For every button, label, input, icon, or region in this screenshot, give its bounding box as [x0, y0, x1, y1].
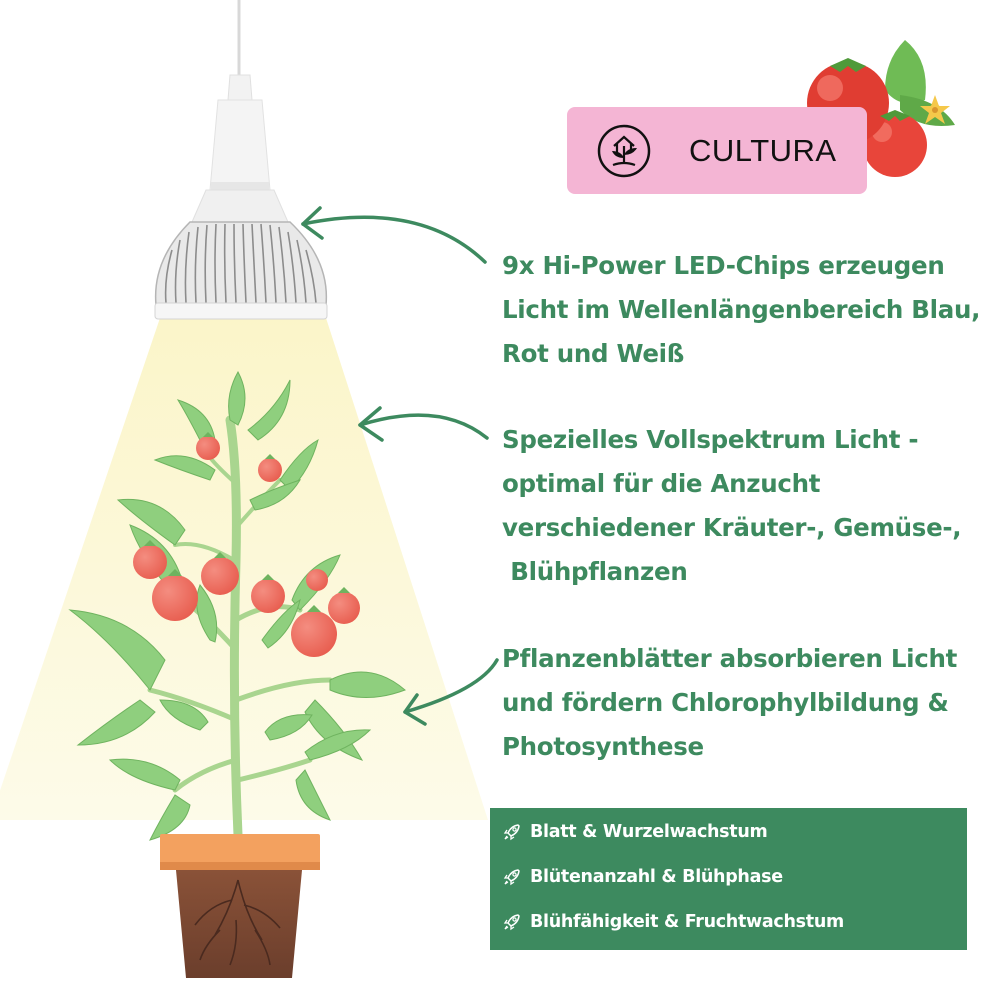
rocket-icon — [503, 914, 520, 931]
tomato — [291, 611, 337, 657]
feature-line: Pflanzenblätter absorbieren Licht — [502, 644, 958, 673]
plant-leaves — [68, 370, 406, 841]
feature-line: 9x Hi-Power LED-Chips erzeugen — [502, 251, 945, 280]
rocket-icon — [503, 869, 520, 886]
feature-line: optimal für die Anzucht — [502, 469, 821, 498]
benefit-item: Blühfähigkeit & Fruchtwachstum — [502, 907, 844, 937]
tomato — [196, 436, 220, 460]
benefit-label: Blütenanzahl & Blühphase — [530, 867, 783, 887]
feature-line: und fördern Chlorophylbildung & — [502, 688, 949, 717]
tomato — [152, 575, 198, 621]
arrow-to-lamp-head — [301, 206, 324, 240]
benefits-box: Blatt & Wurzelwachstum Blütenanzahl & Bl… — [490, 808, 967, 950]
benefit-label: Blühfähigkeit & Fruchtwachstum — [530, 912, 844, 932]
arrow-to-light-head — [358, 406, 384, 442]
arrow-to-light — [358, 413, 489, 440]
tomato-calyxes — [144, 432, 350, 612]
tomato — [201, 557, 239, 595]
arrow-to-leaves — [403, 658, 499, 714]
feature-led-chips: 9x Hi-Power LED-Chips erzeugen Licht im … — [502, 244, 980, 376]
benefit-item: Blütenanzahl & Blühphase — [502, 862, 783, 892]
brand-name: CULTURA — [689, 133, 837, 168]
feature-line: Spezielles Vollspektrum Licht - — [502, 425, 919, 454]
feature-line: verschiedener Kräuter-, Gemüse-, — [502, 513, 962, 542]
tomato — [328, 592, 360, 624]
arrow-to-lamp — [301, 215, 487, 264]
benefit-label: Blatt & Wurzelwachstum — [530, 822, 768, 842]
feature-line: Rot und Weiß — [502, 339, 685, 368]
arrow-to-leaves-head — [403, 693, 427, 726]
tomato — [306, 569, 328, 591]
feature-line: Blühpflanzen — [502, 557, 688, 586]
feature-line: Photosynthese — [502, 732, 704, 761]
brand-badge: CULTURA — [567, 107, 867, 194]
flower-pot — [160, 834, 320, 978]
tomato — [251, 579, 285, 613]
lamp-shade — [154, 221, 328, 320]
rocket-icon — [503, 824, 520, 841]
benefit-item: Blatt & Wurzelwachstum — [502, 817, 768, 847]
lamp-socket — [191, 74, 289, 223]
tomato — [133, 545, 167, 579]
feature-full-spectrum: Spezielles Vollspektrum Licht - optimal … — [502, 418, 962, 594]
seedling-house-icon — [597, 124, 651, 178]
tomatoes — [133, 436, 360, 657]
feature-line: Licht im Wellenlängenbereich Blau, — [502, 295, 981, 324]
tomato — [258, 458, 282, 482]
feature-photosynthesis: Pflanzenblätter absorbieren Licht und fö… — [502, 637, 957, 769]
